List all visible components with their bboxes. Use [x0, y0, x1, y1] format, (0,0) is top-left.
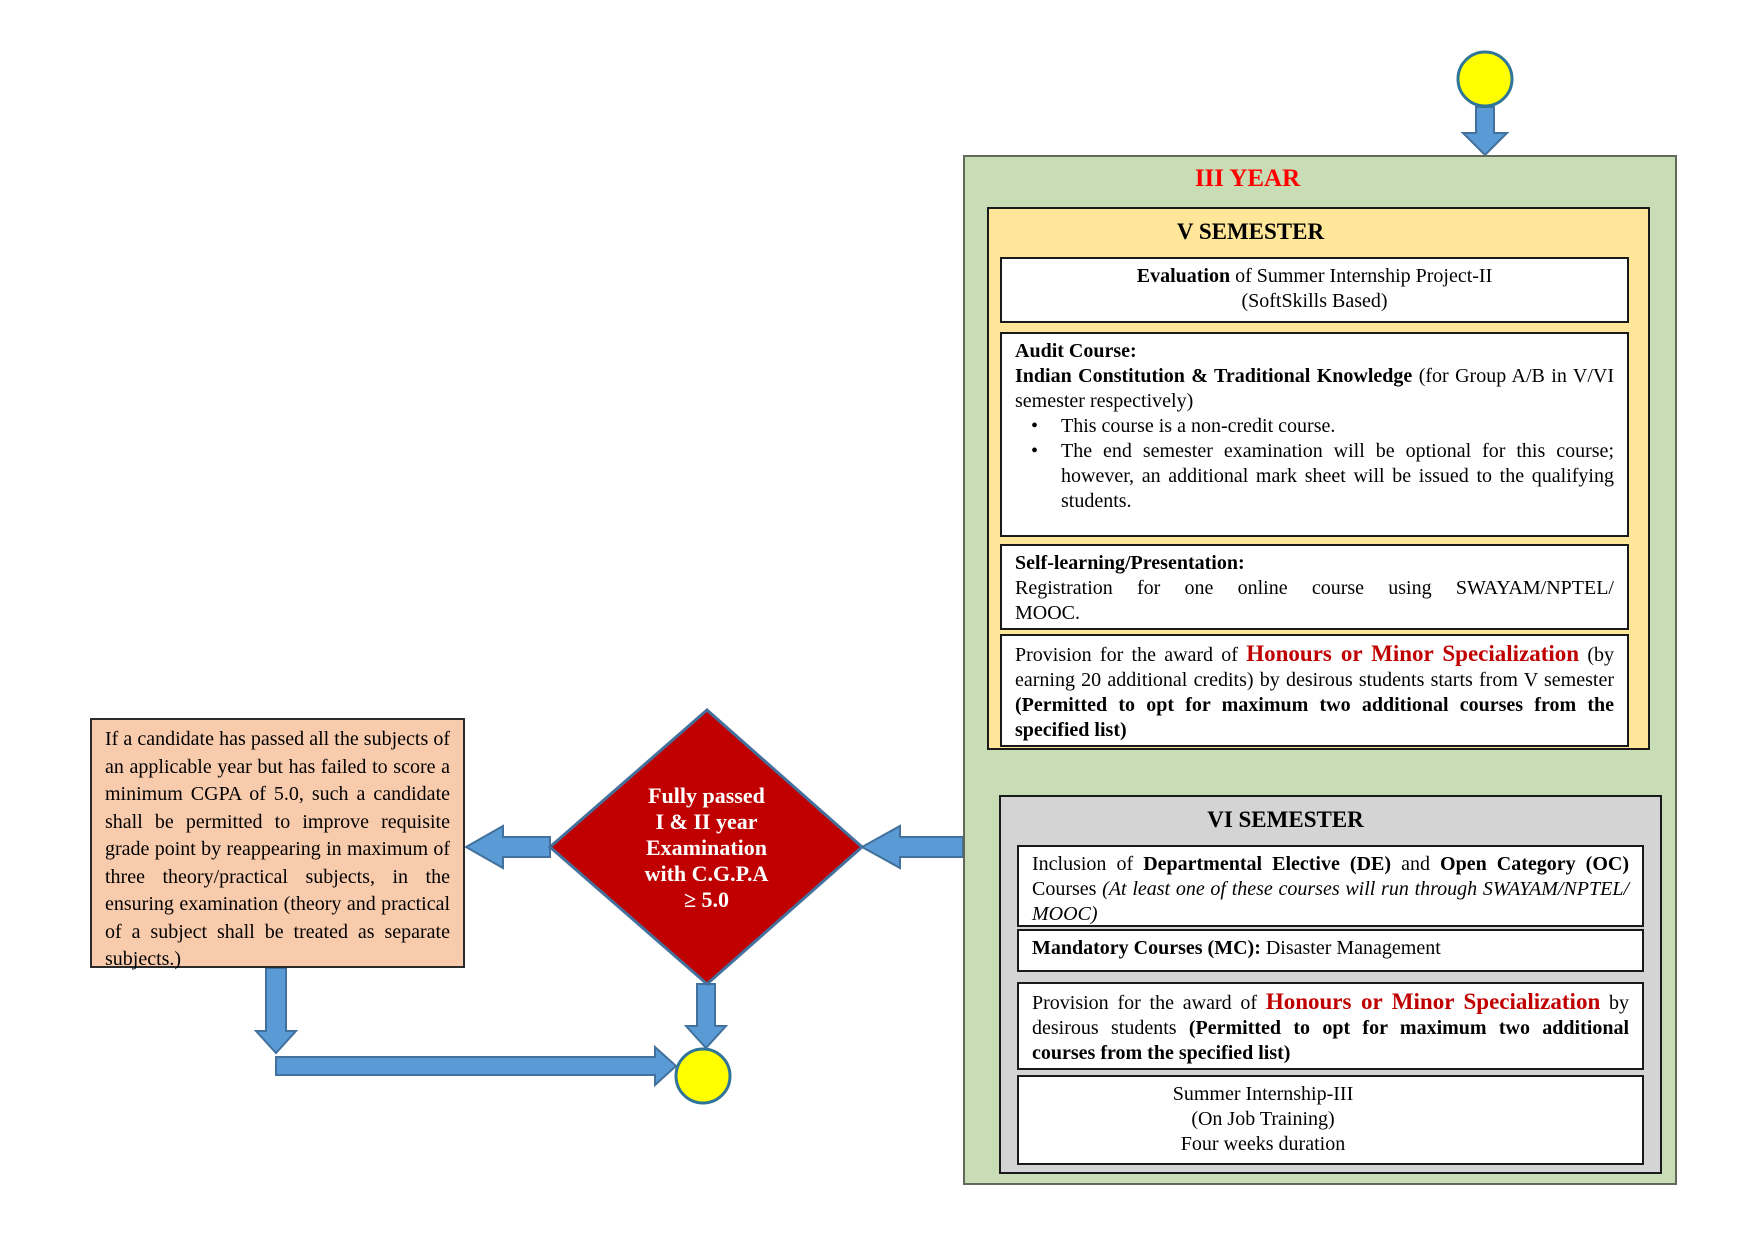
summer-internship-box: Summer Internship-III (On Job Training) … [1017, 1075, 1644, 1165]
decision-line: Fully passed [648, 783, 765, 808]
honours-highlight: Honours or Minor Specialization [1265, 989, 1601, 1014]
audit-paragraph: Indian Constitution & Traditional Knowle… [1015, 365, 1615, 412]
self-learning-box: Self-learning/Presentation: Registration… [1000, 544, 1629, 630]
internship-line2: (On Job Training) [1191, 1108, 1335, 1130]
honours-provision-vi-box: Provision for the award of Honours or Mi… [1017, 982, 1644, 1070]
honours-provision-v-box: Provision for the award of Honours or Mi… [1000, 634, 1629, 747]
honours-highlight: Honours or Minor Specialization [1246, 641, 1580, 666]
self-learning-line2: MOOC. [1015, 602, 1081, 624]
decision-line: with C.G.P.A [644, 861, 769, 886]
audit-bullet-1: This course is a non-credit course. [1015, 414, 1614, 439]
decision-line: ≥ 5.0 [683, 887, 730, 912]
year-title: III YEAR [1194, 165, 1301, 192]
v-semester-panel: V SEMESTER Evaluation of Summer Internsh… [987, 207, 1650, 750]
year-iii-container: III YEAR V SEMESTER Evaluation of Summer… [963, 155, 1677, 1185]
arrow-decision-to-note [463, 824, 551, 870]
self-learning-line1: Registration for one online course using… [1015, 577, 1614, 599]
evaluation-box: Evaluation of Summer Internship Project-… [1000, 257, 1629, 323]
audit-heading: Audit Course: [1015, 340, 1137, 362]
arrow-to-end-terminal [275, 1044, 678, 1088]
evaluation-line2: (SoftSkills Based) [1241, 290, 1388, 312]
decision-line: I & II year [655, 809, 758, 834]
arrow-note-down [253, 967, 299, 1055]
internship-line3: Four weeks duration [1180, 1133, 1346, 1155]
vi-semester-panel: VI SEMESTER Inclusion of Departmental El… [999, 795, 1662, 1174]
decision-diamond [547, 708, 865, 986]
arrow-start-to-year [1460, 106, 1510, 157]
vi-semester-title: VI SEMESTER [1207, 807, 1364, 832]
start-terminal [1456, 50, 1514, 108]
end-terminal [674, 1047, 732, 1105]
decision-line: Examination [645, 835, 768, 860]
internship-line1: Summer Internship-III [1172, 1083, 1354, 1105]
v-semester-title: V SEMESTER [1176, 219, 1325, 244]
mandatory-courses-box: Mandatory Courses (MC): Disaster Managem… [1017, 929, 1644, 972]
evaluation-line1: Evaluation of Summer Internship Project-… [1136, 265, 1493, 287]
cgpa-note-box: If a candidate has passed all the subjec… [90, 718, 465, 970]
audit-course-box: Audit Course: Indian Constitution & Trad… [1000, 332, 1629, 537]
arrow-decision-to-end [683, 983, 729, 1050]
decision-label: Fully passed I & II year Examination wit… [586, 783, 827, 913]
arrow-year-to-decision [859, 824, 964, 870]
audit-bullet-2: The end semester examination will be opt… [1015, 439, 1614, 514]
self-learning-heading: Self-learning/Presentation: [1015, 552, 1245, 574]
inclusion-electives-box: Inclusion of Departmental Elective (DE) … [1017, 845, 1644, 927]
